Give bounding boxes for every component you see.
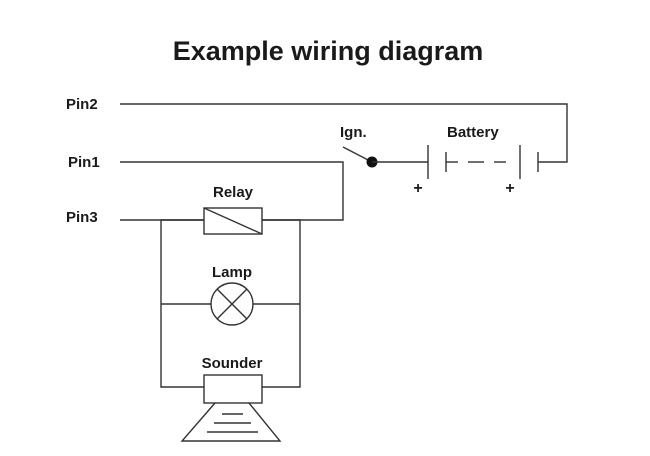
relay-label: Relay <box>213 184 254 201</box>
pin1-label: Pin1 <box>68 154 100 171</box>
diagram-title: Example wiring diagram <box>173 36 484 66</box>
ignition-label: Ign. <box>340 124 367 141</box>
battery-plus-right: + <box>505 180 514 197</box>
pin3-label: Pin3 <box>66 209 98 226</box>
battery-label: Battery <box>447 124 499 141</box>
battery-plus-left: + <box>413 180 422 197</box>
lamp-symbol <box>210 282 254 326</box>
pin2-wire <box>120 103 568 163</box>
pin1-wire <box>120 161 344 221</box>
sounder-label: Sounder <box>202 355 263 372</box>
lamp-label: Lamp <box>212 264 252 281</box>
pin2-label: Pin2 <box>66 96 98 113</box>
battery-symbol <box>427 145 540 179</box>
sounder-symbol <box>180 374 282 442</box>
relay-symbol <box>203 207 263 235</box>
